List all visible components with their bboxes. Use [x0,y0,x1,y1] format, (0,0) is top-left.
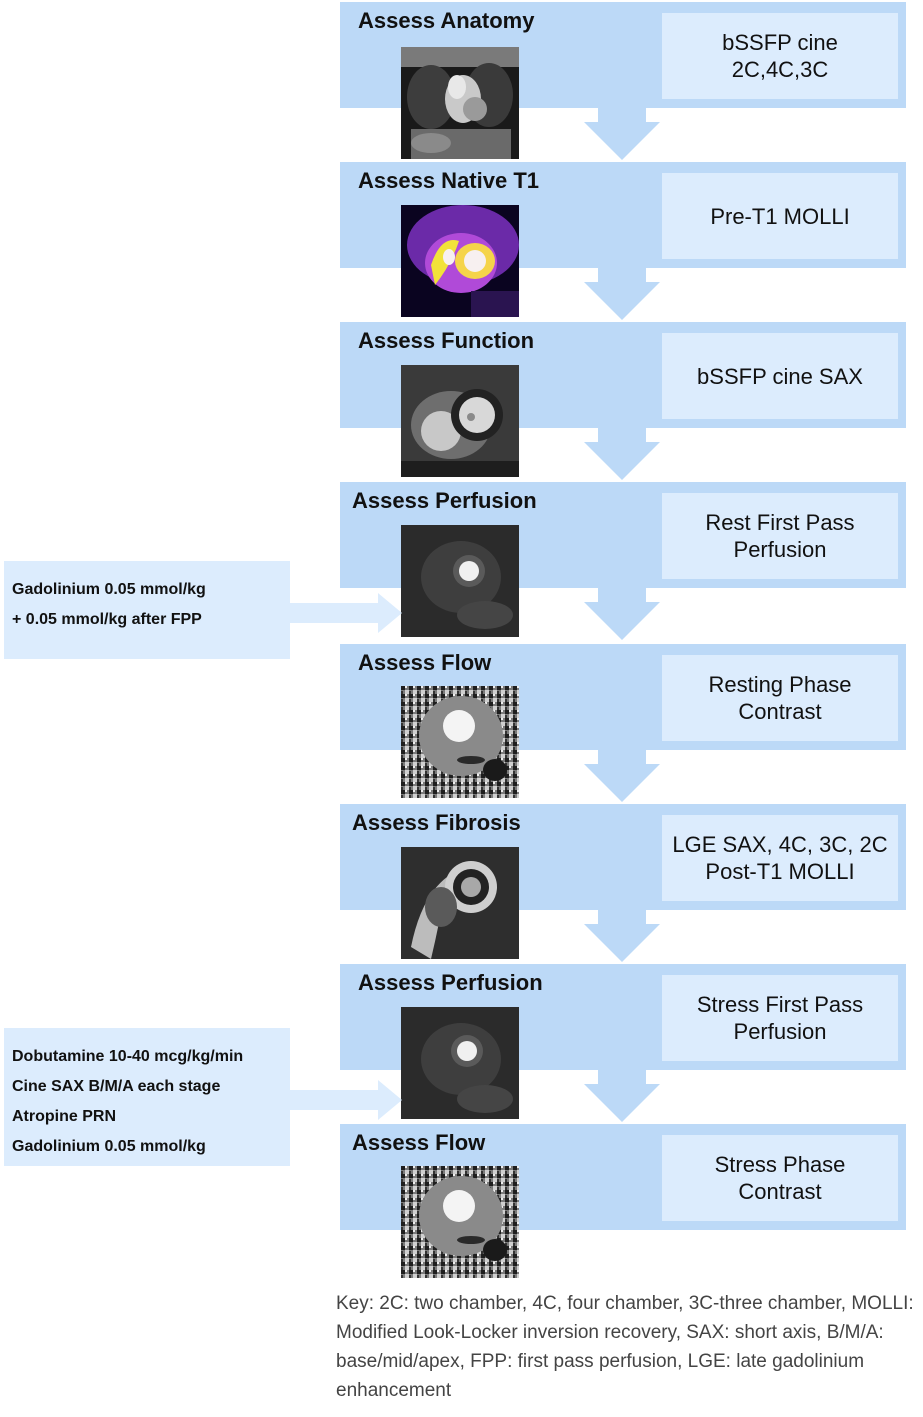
stage-title: Assess Perfusion [352,488,537,513]
down-arrow-icon [584,1068,660,1122]
stage-assess-perfusion-rest: Assess Perfusion Rest First Pass Perfusi… [340,482,906,588]
stage-title: Assess Anatomy [358,8,535,33]
stage-title: Assess Flow [352,1130,486,1155]
down-arrow-icon [584,106,660,160]
stage-title: Assess Function [358,328,535,353]
mri-lge-image [401,847,519,959]
down-arrow-icon [584,586,660,640]
note-line: + 0.05 mmol/kg after FPP [12,611,202,628]
rest-contrast-note: Gadolinium 0.05 mmol/kg + 0.05 mmol/kg a… [4,561,290,659]
right-arrow-icon [290,1080,402,1120]
t1-map-color-image [401,205,519,317]
stage-title: Assess Flow [358,650,492,675]
note-line: Atropine PRN [12,1108,116,1125]
stage-title: Assess Native T1 [358,168,539,193]
down-arrow-icon [584,426,660,480]
note-line: Dobutamine 10-40 mcg/kg/min [12,1048,244,1065]
stage-protocol: Stress Phase Contrast [662,1135,898,1221]
stress-agent-note: Dobutamine 10-40 mcg/kg/min Cine SAX B/M… [4,1028,290,1166]
note-line: Gadolinium 0.05 mmol/kg [12,581,206,598]
down-arrow-icon [584,748,660,802]
stage-protocol: bSSFP cine SAX [662,333,898,419]
mri-coronal-anatomy-image [401,47,519,159]
stage-protocol: Resting Phase Contrast [662,655,898,741]
stage-protocol: Rest First Pass Perfusion [662,493,898,579]
phase-contrast-stress-image [401,1166,519,1278]
down-arrow-icon [584,266,660,320]
stage-protocol: Pre-T1 MOLLI [662,173,898,259]
note-line: Gadolinium 0.05 mmol/kg [12,1138,206,1155]
down-arrow-icon [584,908,660,962]
mri-perfusion-rest-image [401,525,519,637]
stage-protocol: bSSFP cine 2C,4C,3C [662,13,898,99]
stage-title: Assess Fibrosis [352,810,521,835]
stage-protocol: Stress First Pass Perfusion [662,975,898,1061]
note-line: Cine SAX B/M/A each stage [12,1078,221,1095]
stage-protocol: LGE SAX, 4C, 3C, 2C Post-T1 MOLLI [662,815,898,901]
phase-contrast-rest-image [401,686,519,798]
right-arrow-icon [290,593,402,633]
mri-short-axis-cine-image [401,365,519,477]
mri-perfusion-stress-image [401,1007,519,1119]
stage-title: Assess Perfusion [358,970,543,995]
abbreviation-key: Key: 2C: two chamber, 4C, four chamber, … [336,1293,914,1401]
